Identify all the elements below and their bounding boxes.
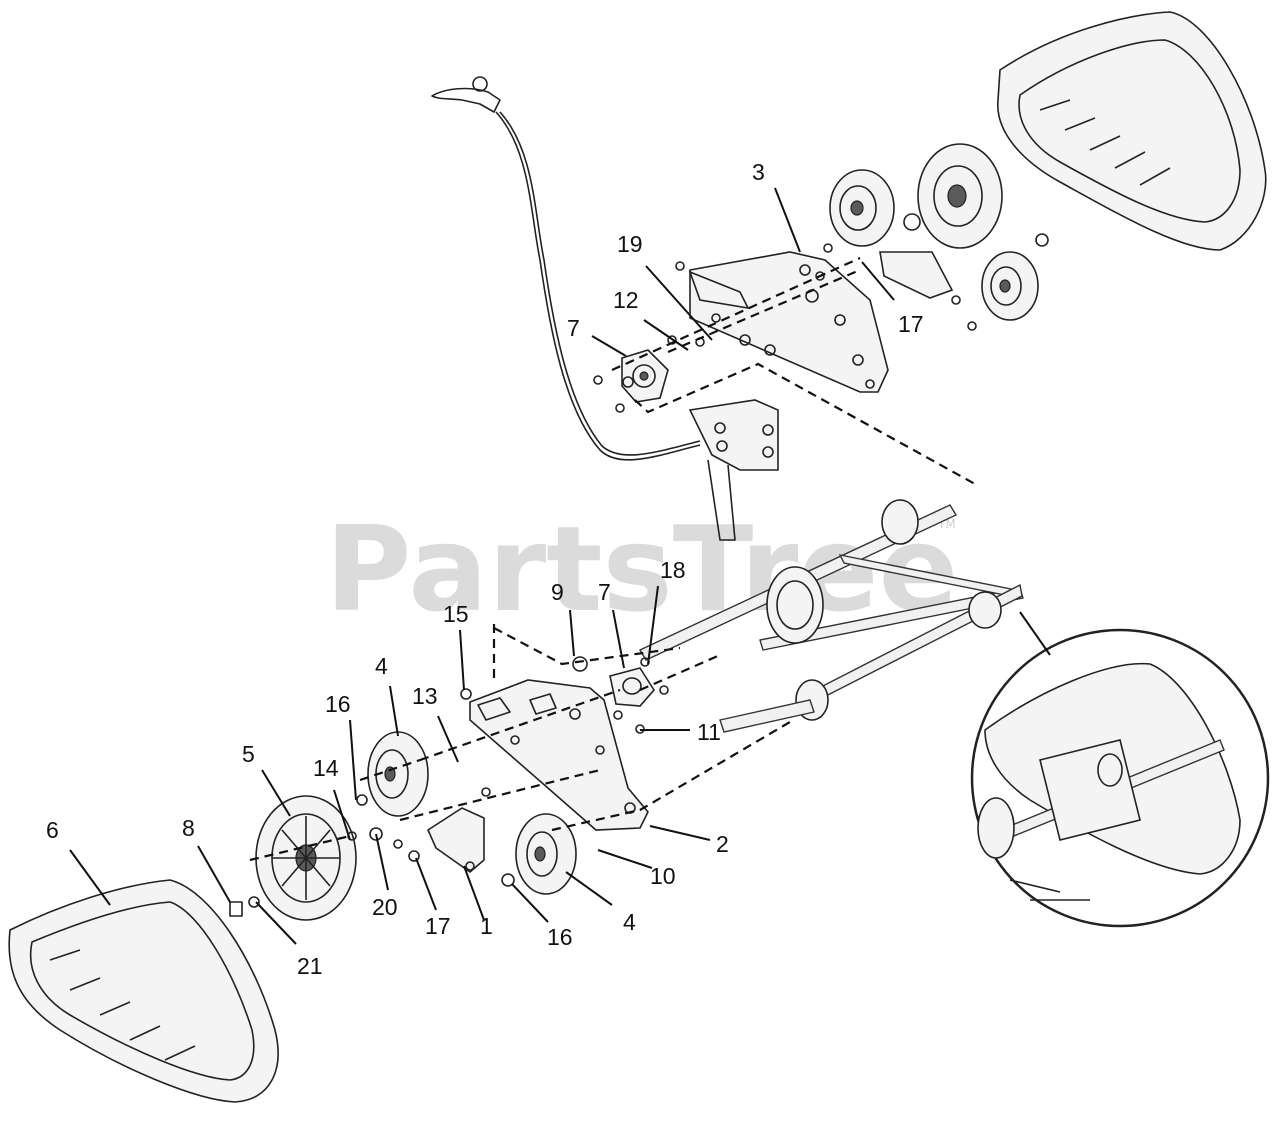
callout-labels: 3 19 12 7 17 9 7 18 15 4 16 13 11 5 14 6…	[46, 159, 924, 979]
callout-9: 9	[551, 579, 564, 605]
lower-drive-sprocket	[229, 795, 357, 921]
upper-side-plate	[688, 251, 889, 393]
lower-track	[8, 879, 279, 1103]
drive-axle	[639, 499, 1024, 733]
upper-bearing-flange	[593, 261, 721, 413]
callout-16-lower: 16	[547, 924, 573, 950]
callout-11: 11	[697, 719, 721, 745]
detail-zoom-circle	[970, 611, 1270, 928]
callout-14: 14	[313, 755, 339, 781]
callout-7-upper: 7	[567, 315, 580, 341]
callout-17-upper: 17	[898, 311, 924, 337]
cable-bracket	[688, 399, 779, 541]
callout-7-lower: 7	[598, 579, 611, 605]
callout-4-lower: 4	[623, 909, 636, 935]
callout-3: 3	[752, 159, 765, 185]
callout-13: 13	[412, 683, 438, 709]
callout-18: 18	[660, 557, 686, 583]
callout-6: 6	[46, 817, 59, 843]
callout-5: 5	[242, 741, 255, 767]
callout-2: 2	[716, 831, 729, 857]
callout-16-upper: 16	[325, 691, 351, 717]
callout-21: 21	[297, 953, 323, 979]
callout-1: 1	[480, 913, 493, 939]
callout-4-upper: 4	[375, 653, 388, 679]
upper-track	[997, 11, 1267, 251]
callout-10: 10	[650, 863, 676, 889]
control-cable	[431, 76, 701, 461]
lower-bearing-flange	[460, 656, 669, 734]
callout-20: 20	[372, 894, 398, 920]
callout-19: 19	[617, 231, 643, 257]
track-bracket	[426, 787, 491, 874]
lower-idler-wheels	[356, 731, 577, 895]
alignment-lines	[249, 256, 976, 862]
callout-8: 8	[182, 815, 195, 841]
leader-lines	[69, 187, 895, 945]
lower-side-plate	[469, 679, 649, 831]
upper-wheel-assembly	[815, 143, 1049, 331]
callout-17-lower: 17	[425, 913, 451, 939]
callout-15: 15	[443, 601, 469, 627]
callout-12: 12	[613, 287, 639, 313]
watermark: PartsTree	[325, 500, 959, 638]
